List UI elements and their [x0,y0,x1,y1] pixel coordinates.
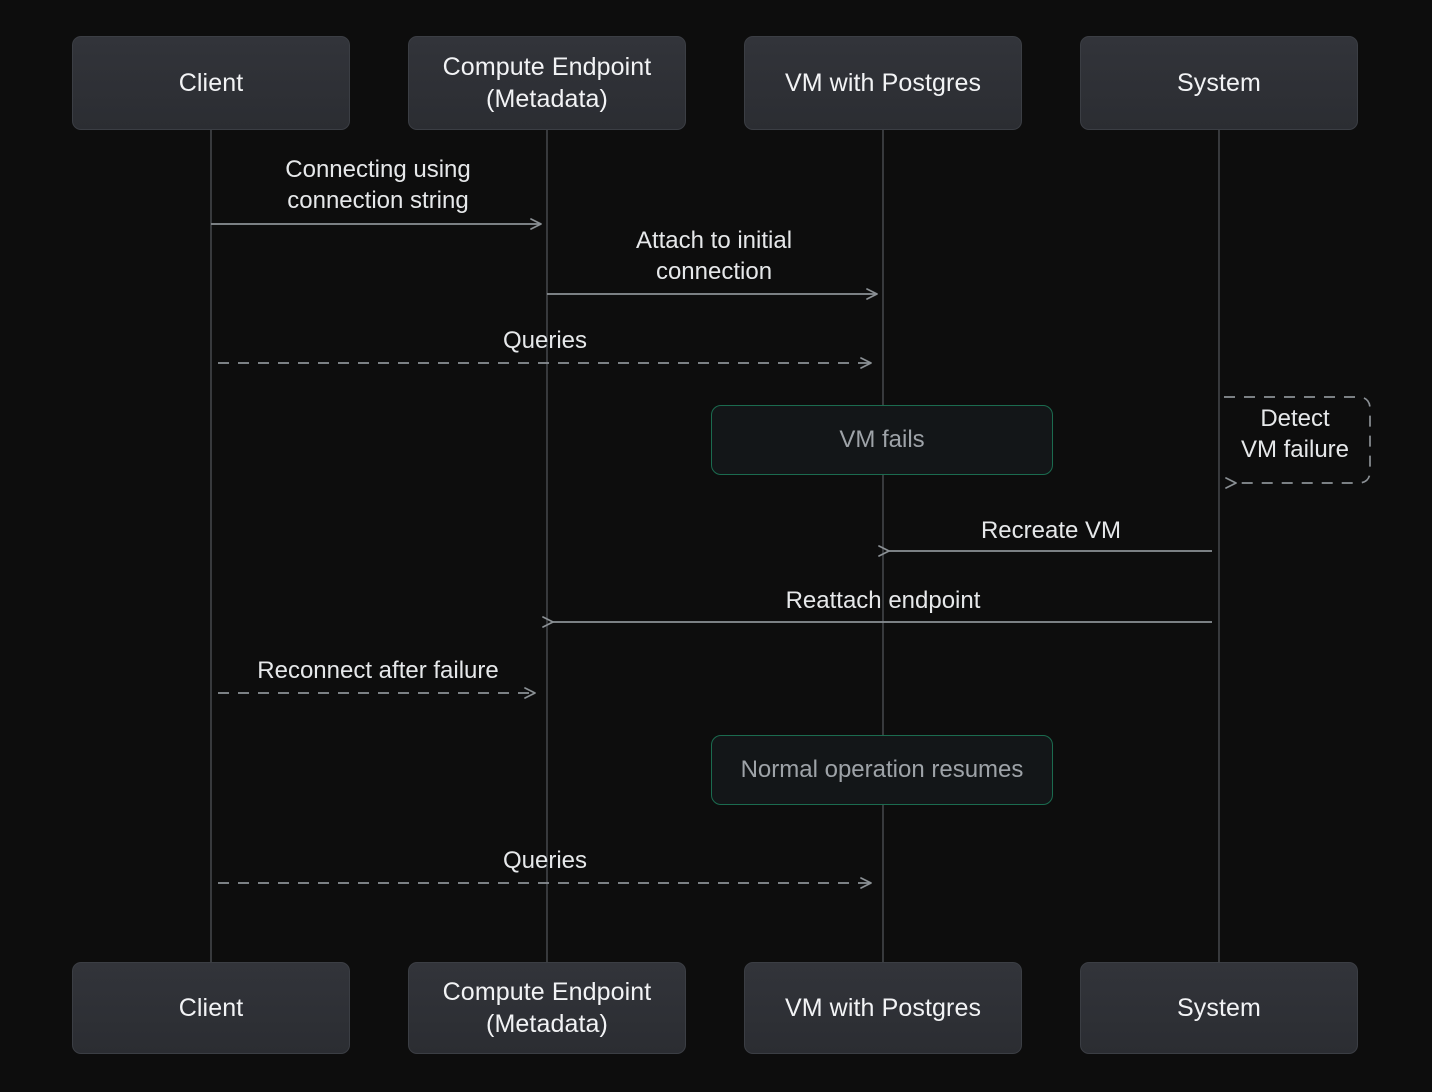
participant-top-compute-endpoint-label: Compute Endpoint (Metadata) [442,53,652,113]
self-message-line-detect-vm-failure [1224,396,1371,489]
note-vm-fails-label: VM fails [839,426,925,454]
participant-top-system[interactable]: System [1080,36,1358,130]
participant-top-compute-endpoint[interactable]: Compute Endpoint (Metadata) [408,36,686,130]
participant-bottom-vm-postgres-label: VM with Postgres [784,994,982,1022]
participant-top-client-label: Client [178,69,244,97]
participant-bottom-system[interactable]: System [1080,962,1358,1054]
participant-bottom-vm-postgres[interactable]: VM with Postgres [744,962,1022,1054]
message-lines [211,218,1212,889]
participant-bottom-client-label: Client [178,994,244,1022]
note-normal-operation-resumes-label: Normal operation resumes [740,756,1024,784]
participant-top-system-label: System [1177,69,1261,97]
participant-top-vm-postgres-label: VM with Postgres [784,69,982,97]
participant-bottom-system-label: System [1177,994,1261,1022]
note-normal-operation-resumes: Normal operation resumes [711,735,1053,805]
participant-bottom-client[interactable]: Client [72,962,350,1054]
participant-bottom-compute-endpoint-label: Compute Endpoint (Metadata) [442,978,652,1038]
participant-bottom-compute-endpoint[interactable]: Compute Endpoint (Metadata) [408,962,686,1054]
participant-top-vm-postgres[interactable]: VM with Postgres [744,36,1022,130]
note-vm-fails: VM fails [711,405,1053,475]
participant-top-client[interactable]: Client [72,36,350,130]
lifelines [210,130,1220,962]
